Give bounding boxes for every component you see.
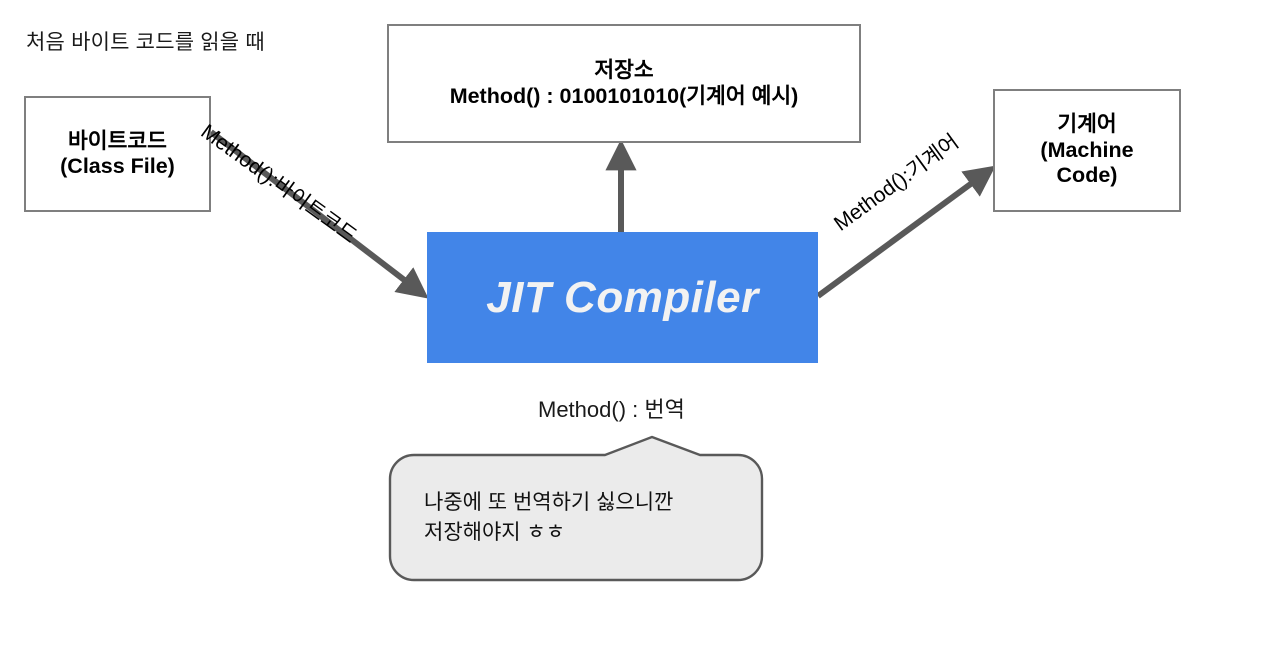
node-machine-code-line1: 기계어 <box>1057 112 1117 137</box>
edge-label-below-jit: Method() : 번역 <box>538 397 685 422</box>
edge-label-bytecode-to-jit: Method():바이트코드 <box>196 120 361 249</box>
node-machine-code-line3: Code) <box>1056 163 1118 188</box>
node-machine-code[interactable]: 기계어 (Machine Code) <box>993 89 1181 212</box>
node-bytecode-line1: 바이트코드 <box>68 128 167 153</box>
diagram-caption: 처음 바이트 코드를 읽을 때 <box>26 31 265 54</box>
node-storage-line1: 저장소 <box>594 58 654 83</box>
node-bytecode[interactable]: 바이트코드 (Class File) <box>24 96 211 212</box>
node-machine-code-line2: (Machine <box>1040 137 1134 162</box>
callout-text: 나중에 또 번역하기 싫으니깐 저장해야지 ㅎㅎ <box>424 491 674 545</box>
node-jit-compiler[interactable]: JIT Compiler <box>427 232 818 363</box>
node-jit-compiler-label: JIT Compiler <box>486 272 759 322</box>
node-storage-line2: Method() : 0100101010(기계어 예시) <box>449 83 799 108</box>
node-bytecode-line2: (Class File) <box>60 154 175 178</box>
node-storage[interactable]: 저장소 Method() : 0100101010(기계어 예시) <box>387 24 861 143</box>
